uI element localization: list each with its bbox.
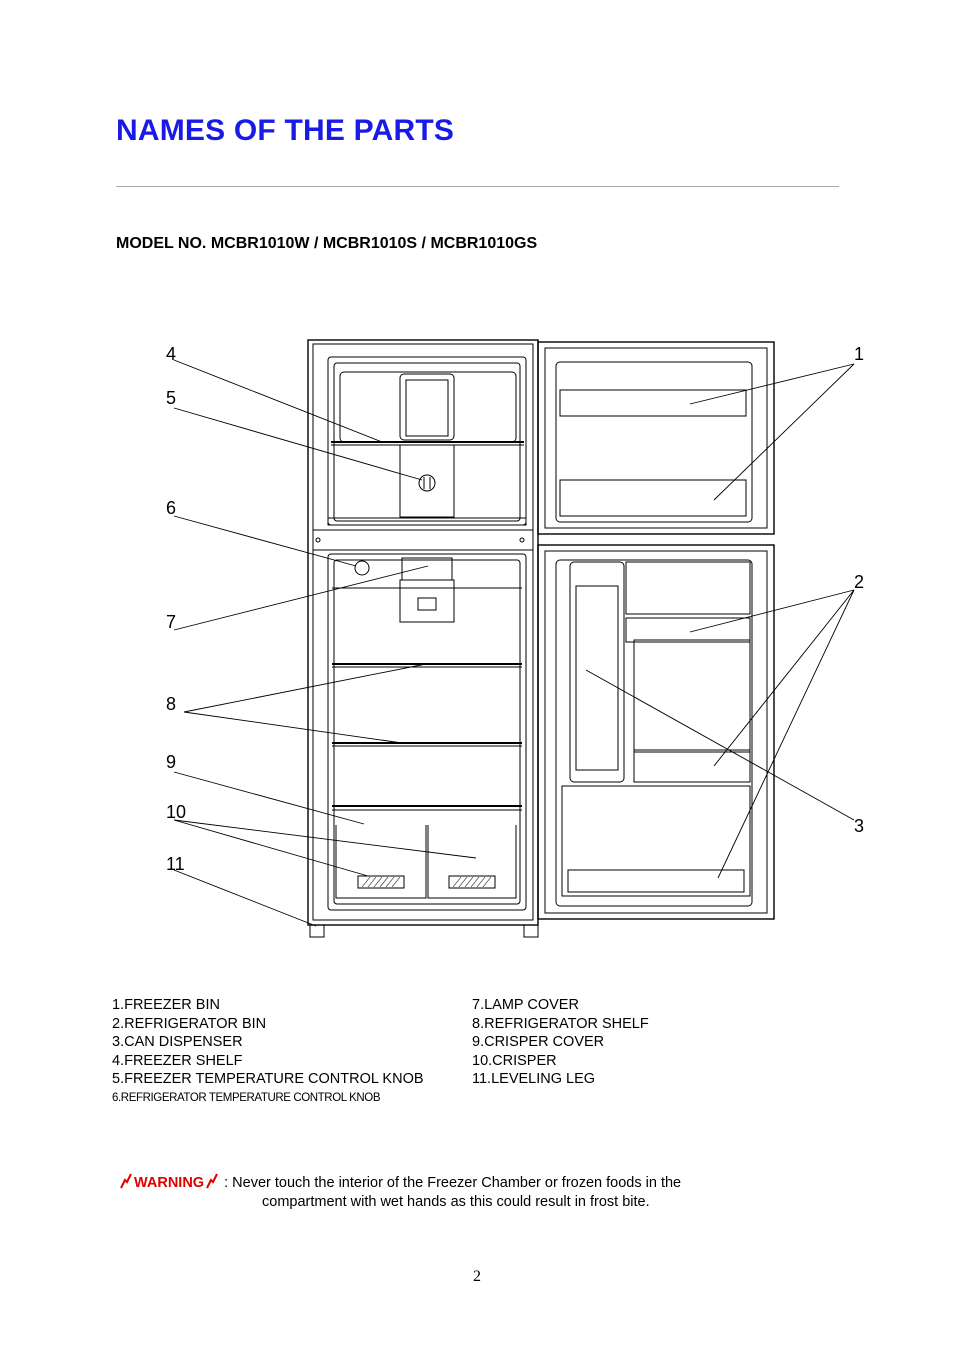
list-item: 10.CRISPER	[472, 1052, 557, 1069]
callout-5: 5	[166, 388, 176, 408]
callout-11: 11	[166, 854, 185, 874]
list-item: 5.FREEZER TEMPERATURE CONTROL KNOB	[112, 1071, 424, 1087]
warning-label: WARNING	[134, 1175, 205, 1191]
model-number: MODEL NO. MCBR1010W / MCBR1010S / MCBR10…	[116, 235, 538, 252]
callout-8: 8	[166, 694, 176, 714]
lightning-icon	[120, 1173, 132, 1189]
list-item: 9.CRISPER COVER	[472, 1034, 605, 1050]
callout-1: 1	[854, 344, 864, 364]
title-divider	[116, 186, 839, 187]
callout-4: 4	[166, 344, 176, 364]
list-item: 8.REFRIGERATOR SHELF	[472, 1015, 649, 1032]
callout-3: 3	[854, 816, 864, 836]
parts-list-left: 1.FREEZER BIN 2.REFRIGERATOR BIN 3.CAN D…	[112, 996, 424, 1107]
warning-text: : Never touch the interior of the Freeze…	[224, 1175, 682, 1191]
list-item: 3.CAN DISPENSER	[112, 1034, 243, 1050]
callout-7: 7	[166, 612, 176, 632]
page-title: NAMES OF THE PARTS	[116, 114, 455, 147]
refrigerator-diagram: 4 5 6 7 8 9 10 11 1 2 3	[166, 339, 864, 938]
list-item: 6.REFRIGERATOR TEMPERATURE CONTROL KNOB	[112, 1091, 381, 1104]
list-item: 4.FREEZER SHELF	[112, 1052, 243, 1069]
list-item: 11.LEVELING LEG	[472, 1071, 596, 1087]
callout-2: 2	[854, 572, 864, 592]
page-number: 2	[473, 1268, 481, 1285]
parts-list-right: 7.LAMP COVER 8.REFRIGERATOR SHELF 9.CRIS…	[472, 996, 649, 1089]
lightning-icon	[206, 1173, 218, 1189]
list-item: 2.REFRIGERATOR BIN	[112, 1015, 267, 1032]
callout-10: 10	[166, 802, 186, 822]
callout-6: 6	[166, 498, 176, 518]
leader-lines	[173, 359, 855, 927]
warning-text-continued: compartment with wet hands as this could…	[262, 1194, 650, 1210]
list-item: 7.LAMP COVER	[472, 997, 579, 1013]
warning-note: WARNING : Never touch the interior of th…	[118, 1173, 682, 1210]
callout-9: 9	[166, 752, 176, 772]
list-item: 1.FREEZER BIN	[112, 997, 220, 1013]
